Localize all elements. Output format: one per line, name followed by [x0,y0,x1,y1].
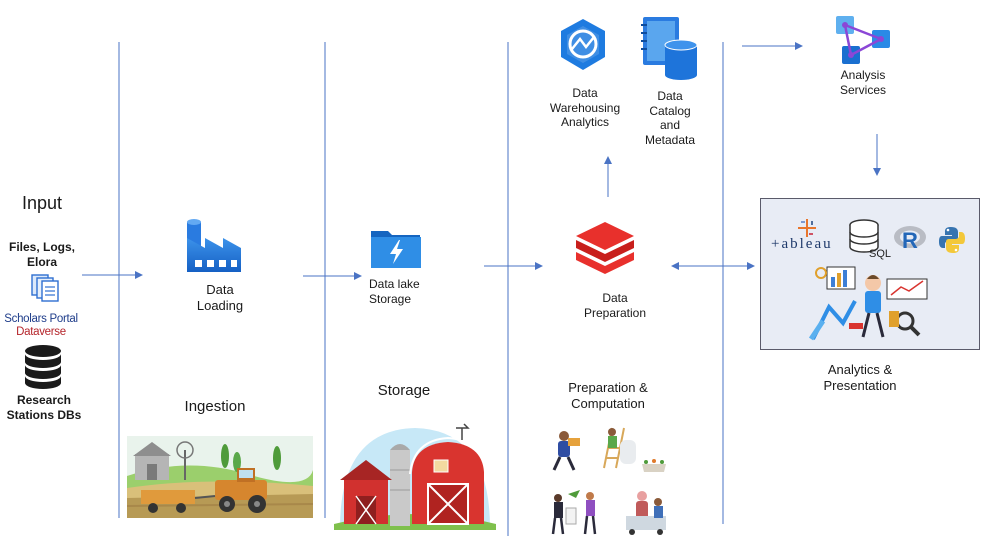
people-computation-illustration [551,427,666,535]
warehousing-analytics-icon [561,19,605,70]
databricks-icon [576,222,634,274]
warehousing-analytics-label: Data Warehousing Analytics [549,86,621,130]
r-logo-icon [894,226,926,248]
data-lake-icon [371,231,421,268]
tableau-cross-icon [798,219,816,237]
analysis-services-label: Analysis Services [839,68,886,97]
analysis-services-icon [836,16,890,64]
data-factory-icon [187,219,241,272]
farm-tractor-illustration [127,436,313,518]
preparation-stage-label: Preparation & Computation [568,380,648,411]
sql-database-icon [849,219,879,253]
barn-silo-illustration [334,423,496,530]
dataverse-logo: Dataverse [16,326,66,338]
database-icon [25,345,61,389]
python-logo-icon [939,227,965,253]
sql-label: SQL [869,248,892,260]
research-dbs-label: Research Stations DBs [6,393,82,422]
input-sources-label: Files, Logs, Elora [8,240,75,269]
files-icon [31,274,59,302]
data-preparation-label: Data Preparation [583,291,647,320]
ingestion-stage-label: Ingestion [184,398,246,415]
data-lake-label: Data lake Storage [369,277,420,306]
r-label: R [902,228,918,253]
input-title: Input [21,193,63,213]
scholars-portal-logo: Scholars Portal [4,313,78,325]
data-catalog-label: Data Catalog and Metadata [644,89,696,147]
analytics-tools-panel: +ableau SQL R [760,198,980,350]
data-analytics-illustration [809,266,928,341]
data-catalog-icon [641,17,698,80]
storage-stage-label: Storage [377,382,431,399]
data-loading-label: Data Loading [196,282,244,313]
analytics-stage-label: Analytics & Presentation [823,362,897,393]
tableau-logo: +ableau [771,236,833,252]
